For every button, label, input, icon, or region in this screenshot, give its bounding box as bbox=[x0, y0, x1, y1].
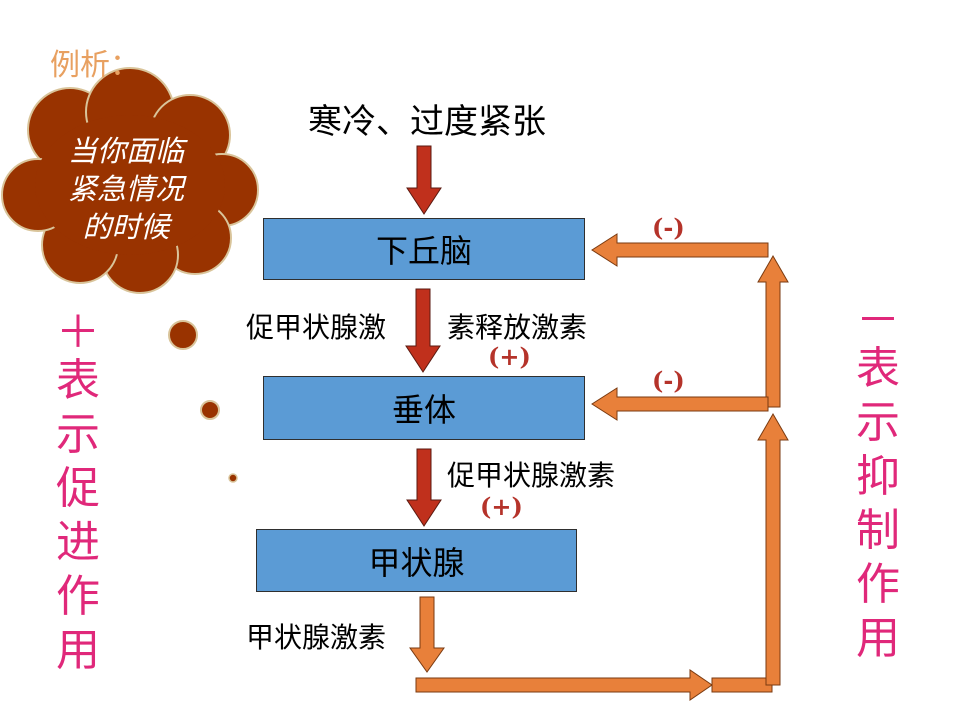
pituitary-label: 垂体 bbox=[391, 391, 456, 429]
arrow-pituitary-to-thyroid bbox=[406, 448, 442, 527]
inhibit-legend-char: 抑 bbox=[856, 451, 900, 502]
inhibit-legend-char: 用 bbox=[856, 613, 900, 664]
cloud-text-line: 的时候 bbox=[82, 210, 170, 244]
inhibit-legend-char: － bbox=[856, 295, 900, 346]
arrow-feedback-bottom bbox=[415, 669, 713, 701]
thought-bubble-large bbox=[168, 320, 198, 350]
hypothalamus-box: 下丘脑 bbox=[263, 218, 585, 280]
thyroid-box: 甲状腺 bbox=[256, 529, 577, 592]
stimulus-label: 寒冷、过度紧张 bbox=[308, 102, 546, 142]
arrow-inhibit-pituitary bbox=[591, 387, 769, 421]
thyroid-hormone-label: 甲状腺激素 bbox=[246, 621, 387, 654]
thought-bubble-medium bbox=[200, 400, 220, 420]
trh-label-part1: 促甲状腺激 bbox=[246, 311, 387, 344]
promote-legend-char: 表 bbox=[56, 355, 100, 406]
feedback-corner-connector bbox=[711, 677, 773, 693]
hypothalamus-label: 下丘脑 bbox=[375, 232, 472, 270]
page-title: 例析： bbox=[50, 48, 140, 83]
promote-legend-char: ＋ bbox=[56, 307, 100, 358]
tsh-label: 促甲状腺激素 bbox=[447, 459, 616, 492]
inhibit-legend-char: 作 bbox=[856, 559, 900, 610]
arrow-feedback-up-to-hypothalamus bbox=[757, 254, 789, 408]
inhibit-sign-2: (-) bbox=[652, 366, 685, 395]
promote-legend-char: 促 bbox=[56, 463, 100, 514]
inhibit-legend-char: 示 bbox=[856, 397, 900, 448]
promote-sign-2: (+) bbox=[480, 492, 523, 521]
arrow-stimulus-to-hypothalamus bbox=[406, 145, 442, 215]
promote-legend-char: 示 bbox=[56, 409, 100, 460]
inhibit-legend: － 表 示 抑 制 作 用 bbox=[848, 295, 908, 666]
arrow-inhibit-hypothalamus bbox=[591, 233, 769, 267]
arrow-thyroid-hormone-down bbox=[409, 596, 445, 673]
cloud-text-line: 紧急情况 bbox=[67, 172, 184, 206]
pituitary-box: 垂体 bbox=[263, 376, 585, 440]
inhibit-sign-1: (-) bbox=[652, 213, 685, 242]
thought-bubble-small bbox=[228, 473, 238, 483]
thyroid-label: 甲状腺 bbox=[368, 543, 465, 582]
arrow-hypothalamus-to-pituitary bbox=[405, 288, 441, 373]
promote-legend: ＋ 表 示 促 进 作 用 bbox=[48, 307, 108, 678]
promote-legend-char: 进 bbox=[56, 517, 100, 568]
promote-legend-char: 作 bbox=[56, 571, 100, 622]
trh-label-part2: 素释放激素 bbox=[447, 311, 588, 344]
arrow-feedback-up-to-pituitary bbox=[757, 412, 789, 686]
cloud-text-line: 当你面临 bbox=[67, 134, 184, 168]
inhibit-legend-char: 表 bbox=[856, 343, 900, 394]
promote-legend-char: 用 bbox=[56, 625, 100, 676]
thought-cloud bbox=[1, 67, 259, 294]
promote-sign-1: (+) bbox=[488, 342, 531, 371]
inhibit-legend-char: 制 bbox=[856, 505, 900, 556]
cloud-text: 当你面临 紧急情况 的时候 bbox=[42, 132, 210, 246]
